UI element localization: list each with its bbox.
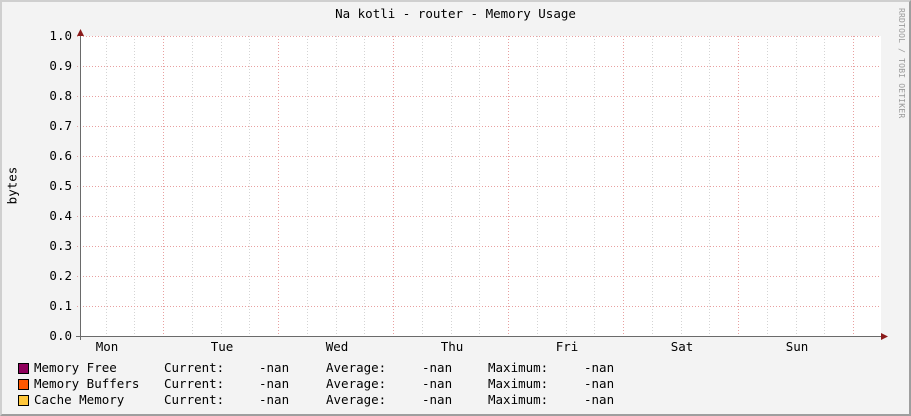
legend-swatch-memory-buffers (18, 379, 29, 390)
y-tick-label: 0.7 (49, 118, 72, 133)
legend-current-label: Current: (164, 392, 225, 407)
x-tick-label: Tue (210, 339, 234, 354)
rrdtool-watermark: RRDTOOL / TOBI OETIKER (897, 8, 906, 119)
y-tick-label: 0.0 (49, 328, 72, 343)
legend-average-value: -nan (422, 376, 453, 391)
chart-title: Na kotli - router - Memory Usage (335, 6, 576, 21)
legend-average-label: Average: (326, 360, 387, 375)
legend-current-label: Current: (164, 360, 225, 375)
y-tick-label: 0.6 (49, 148, 72, 163)
x-tick-label: Fri (555, 339, 579, 354)
legend-current-value: -nan (259, 376, 290, 391)
legend-swatch-memory-free (18, 363, 29, 374)
y-tick-label: 0.9 (49, 58, 72, 73)
y-tick-label: 0.4 (49, 208, 72, 223)
legend-current-value: -nan (259, 360, 290, 375)
legend-maximum-label: Maximum: (488, 392, 549, 407)
legend-series-name: Cache Memory (34, 392, 125, 407)
legend-current-label: Current: (164, 376, 225, 391)
legend-series-name: Memory Free (34, 360, 117, 375)
legend-maximum-label: Maximum: (488, 376, 549, 391)
x-tick-label: Sun (785, 339, 809, 354)
y-tick-label: 0.1 (49, 298, 72, 313)
y-tick-label: 1.0 (49, 28, 72, 43)
x-tick-label: Sat (670, 339, 694, 354)
legend-current-value: -nan (259, 392, 290, 407)
y-tick-label: 0.5 (49, 178, 72, 193)
y-tick-label: 0.2 (49, 268, 72, 283)
y-tick-label: 0.3 (49, 238, 72, 253)
legend-maximum-label: Maximum: (488, 360, 549, 375)
x-tick-label: Wed (325, 339, 349, 354)
legend-swatch-cache-memory (18, 395, 29, 406)
legend-average-value: -nan (422, 360, 453, 375)
legend-average-value: -nan (422, 392, 453, 407)
legend-series-name: Memory Buffers (34, 376, 140, 391)
x-axis-arrow-icon (881, 333, 888, 340)
legend-maximum-value: -nan (584, 360, 615, 375)
legend-average-label: Average: (326, 376, 387, 391)
legend-average-label: Average: (326, 392, 387, 407)
x-tick-label: Mon (95, 339, 119, 354)
y-tick-label: 0.8 (49, 88, 72, 103)
x-tick-label: Thu (440, 339, 464, 354)
legend-maximum-value: -nan (584, 376, 615, 391)
y-axis-arrow-icon (77, 29, 84, 36)
legend-maximum-value: -nan (584, 392, 615, 407)
